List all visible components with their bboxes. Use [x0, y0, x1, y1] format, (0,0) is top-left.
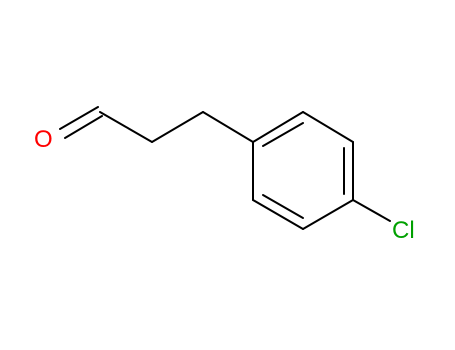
ring-inner-1	[262, 122, 304, 147]
bond-c-o-2	[64, 115, 103, 139]
bond-c-o-1	[59, 106, 99, 130]
ring-inner-3	[262, 194, 304, 219]
bond-c1-c2	[99, 111, 153, 143]
bond-c-cl	[352, 199, 391, 222]
ring-bond-2	[302, 111, 354, 143]
ring-bond-4	[302, 199, 354, 230]
ring-bond-1	[252, 111, 304, 143]
oxygen-label: O	[34, 126, 53, 153]
bond-c3-ring	[202, 111, 254, 143]
bonds	[59, 106, 391, 230]
bond-c2-c3	[151, 111, 204, 143]
ring-bond-5	[252, 199, 304, 230]
chlorine-label: Cl	[392, 217, 415, 244]
